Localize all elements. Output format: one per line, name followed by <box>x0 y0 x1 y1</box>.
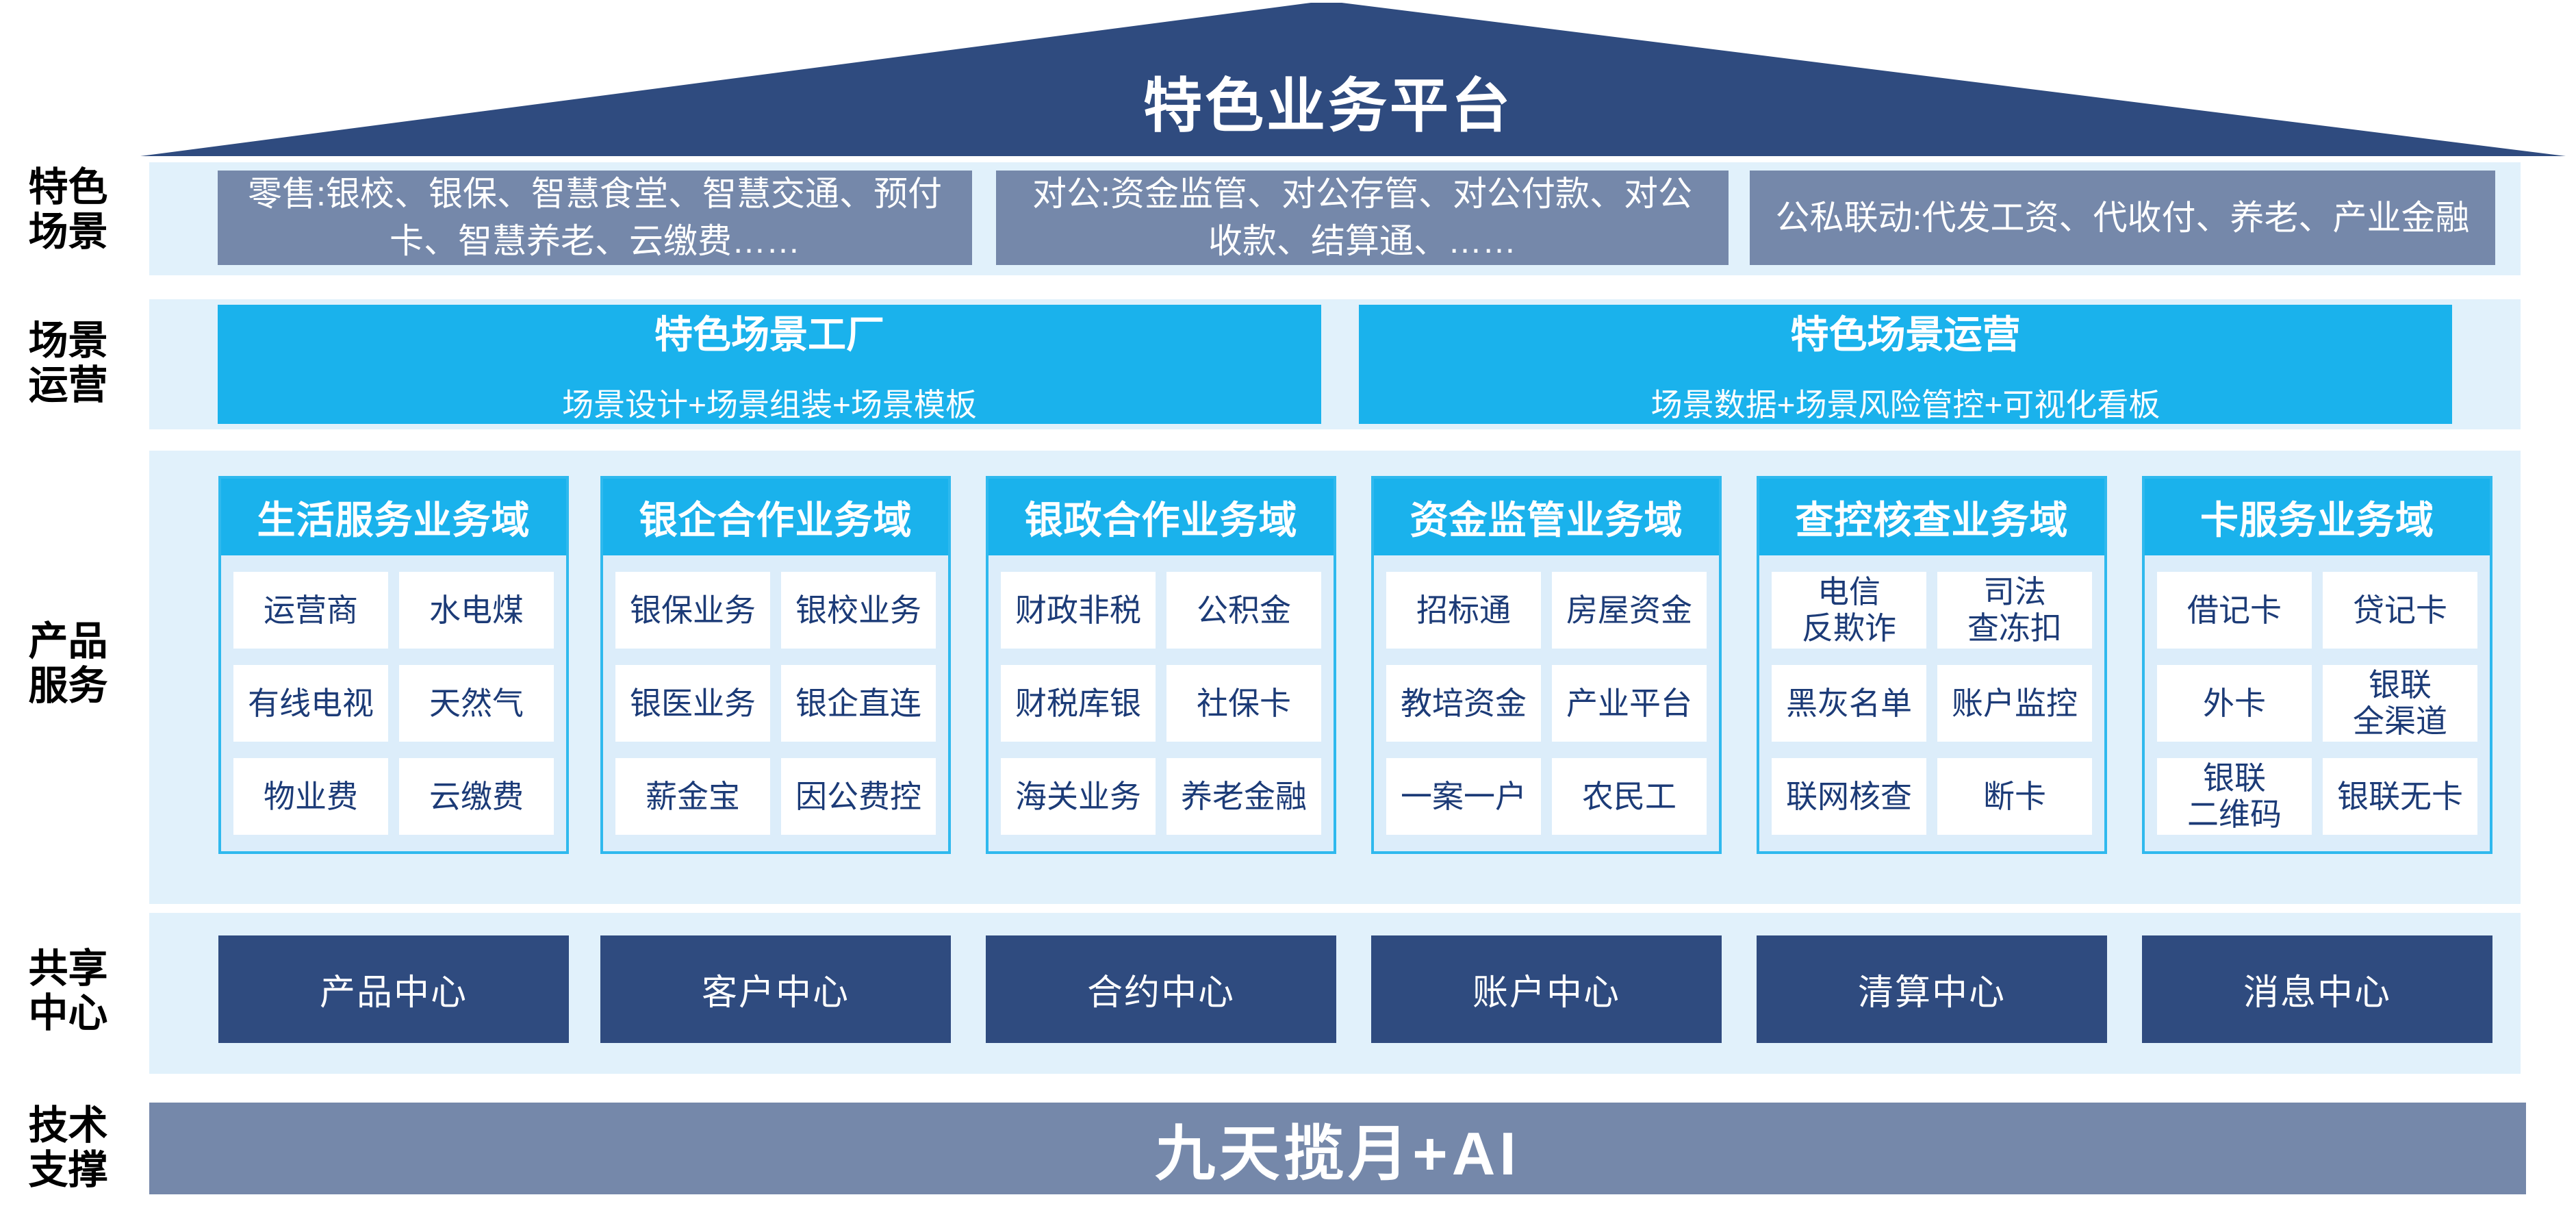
domain-header: 银企合作业务域 <box>603 479 948 555</box>
center-box-message: 消息中心 <box>2142 935 2492 1043</box>
operations-band: 特色场景工厂 场景设计+场景组装+场景模板 特色场景运营 场景数据+场景风险管控… <box>149 299 2521 429</box>
item-card: 一案一户 <box>1386 758 1541 835</box>
domain-items: 借记卡 贷记卡 外卡 银联 全渠道 银联 二维码 银联无卡 <box>2145 555 2490 851</box>
page-title: 特色业务平台 <box>1143 73 1513 139</box>
domain-column-fund-supervision: 资金监管业务域 招标通 房屋资金 教培资金 产业平台 一案一户 农民工 <box>1371 476 1722 854</box>
domain-items: 财政非税 公积金 财税库银 社保卡 海关业务 养老金融 <box>989 555 1334 851</box>
domain-header: 卡服务业务域 <box>2145 479 2490 555</box>
scene-box-retail: 零售:银校、银保、智慧食堂、智慧交通、预付卡、智慧养老、云缴费…… <box>218 171 972 265</box>
domain-column-card-services: 卡服务业务域 借记卡 贷记卡 外卡 银联 全渠道 银联 二维码 银联无卡 <box>2142 476 2492 854</box>
item-card: 司法 查冻扣 <box>1937 572 2092 649</box>
scene-factory-subtitle: 场景设计+场景组装+场景模板 <box>562 386 977 423</box>
item-card: 财税库银 <box>1001 665 1156 742</box>
domain-column-life-services: 生活服务业务域 运营商 水电煤 有线电视 天然气 物业费 云缴费 <box>218 476 569 854</box>
domain-column-bank-government: 银政合作业务域 财政非税 公积金 财税库银 社保卡 海关业务 养老金融 <box>986 476 1336 854</box>
center-box-customer: 客户中心 <box>600 935 951 1043</box>
item-card: 电信 反欺诈 <box>1772 572 1926 649</box>
item-card: 云缴费 <box>399 758 554 835</box>
row-label-products: 产品 服务 <box>28 619 108 708</box>
item-card: 招标通 <box>1386 572 1541 649</box>
item-card: 银校业务 <box>781 572 936 649</box>
scene-operation-box: 特色场景运营 场景数据+场景风险管控+可视化看板 <box>1359 305 2452 424</box>
item-card: 银联无卡 <box>2323 758 2477 835</box>
item-card: 银医业务 <box>615 665 770 742</box>
center-box-account: 账户中心 <box>1371 935 1722 1043</box>
shared-band: 产品中心 客户中心 合约中心 账户中心 清算中心 消息中心 <box>149 913 2521 1074</box>
item-card: 薪金宝 <box>615 758 770 835</box>
item-card: 公积金 <box>1166 572 1321 649</box>
item-card: 房屋资金 <box>1552 572 1707 649</box>
row-label-tech: 技术 支撑 <box>28 1103 108 1192</box>
item-card: 水电煤 <box>399 572 554 649</box>
domain-items: 招标通 房屋资金 教培资金 产业平台 一案一户 农民工 <box>1374 555 1719 851</box>
item-card: 账户监控 <box>1937 665 2092 742</box>
row-label-shared: 共享 中心 <box>28 946 108 1035</box>
item-card: 社保卡 <box>1166 665 1321 742</box>
domain-items: 银保业务 银校业务 银医业务 银企直连 薪金宝 因公费控 <box>603 555 948 851</box>
item-card: 银企直连 <box>781 665 936 742</box>
row-label-operations: 场景 运营 <box>28 318 108 407</box>
item-card: 银联 全渠道 <box>2323 665 2477 742</box>
tech-platform-box: 九天揽月+AI <box>149 1103 2526 1194</box>
item-card: 银保业务 <box>615 572 770 649</box>
item-card: 借记卡 <box>2157 572 2312 649</box>
products-band: 生活服务业务域 运营商 水电煤 有线电视 天然气 物业费 云缴费 银企合作业务域… <box>149 451 2521 904</box>
item-card: 农民工 <box>1552 758 1707 835</box>
item-card: 联网核查 <box>1772 758 1926 835</box>
item-card: 财政非税 <box>1001 572 1156 649</box>
item-card: 外卡 <box>2157 665 2312 742</box>
domain-items: 运营商 水电煤 有线电视 天然气 物业费 云缴费 <box>221 555 566 851</box>
item-card: 物业费 <box>233 758 388 835</box>
domain-header: 生活服务业务域 <box>221 479 566 555</box>
scene-operation-subtitle: 场景数据+场景风险管控+可视化看板 <box>1650 386 2160 423</box>
item-card: 产业平台 <box>1552 665 1707 742</box>
item-card: 天然气 <box>399 665 554 742</box>
item-card: 养老金融 <box>1166 758 1321 835</box>
center-box-product: 产品中心 <box>218 935 569 1043</box>
scene-box-linkage: 公私联动:代发工资、代收付、养老、产业金融 <box>1750 171 2495 265</box>
scene-factory-title: 特色场景工厂 <box>654 312 884 356</box>
domain-items: 电信 反欺诈 司法 查冻扣 黑灰名单 账户监控 联网核查 断卡 <box>1759 555 2104 851</box>
roof-shape <box>140 3 2566 156</box>
domain-column-inquiry-control: 查控核查业务域 电信 反欺诈 司法 查冻扣 黑灰名单 账户监控 联网核查 断卡 <box>1757 476 2107 854</box>
item-card: 有线电视 <box>233 665 388 742</box>
item-card: 断卡 <box>1937 758 2092 835</box>
item-card: 教培资金 <box>1386 665 1541 742</box>
domain-column-bank-enterprise: 银企合作业务域 银保业务 银校业务 银医业务 银企直连 薪金宝 因公费控 <box>600 476 951 854</box>
item-card: 海关业务 <box>1001 758 1156 835</box>
item-card: 运营商 <box>233 572 388 649</box>
center-box-contract: 合约中心 <box>986 935 1336 1043</box>
row-label-scenes: 特色 场景 <box>28 165 108 254</box>
item-card: 贷记卡 <box>2323 572 2477 649</box>
domain-header: 银政合作业务域 <box>989 479 1334 555</box>
scenes-band: 零售:银校、银保、智慧食堂、智慧交通、预付卡、智慧养老、云缴费…… 对公:资金监… <box>149 162 2521 275</box>
roof-polygon <box>140 3 2566 156</box>
center-box-clearing: 清算中心 <box>1757 935 2107 1043</box>
domain-header: 资金监管业务域 <box>1374 479 1719 555</box>
item-card: 因公费控 <box>781 758 936 835</box>
domain-header: 查控核查业务域 <box>1759 479 2104 555</box>
item-card: 银联 二维码 <box>2157 758 2312 835</box>
item-card: 黑灰名单 <box>1772 665 1926 742</box>
scene-box-corporate: 对公:资金监管、对公存管、对公付款、对公收款、结算通、…… <box>996 171 1729 265</box>
scene-operation-title: 特色场景运营 <box>1790 312 2021 356</box>
scene-factory-box: 特色场景工厂 场景设计+场景组装+场景模板 <box>218 305 1321 424</box>
